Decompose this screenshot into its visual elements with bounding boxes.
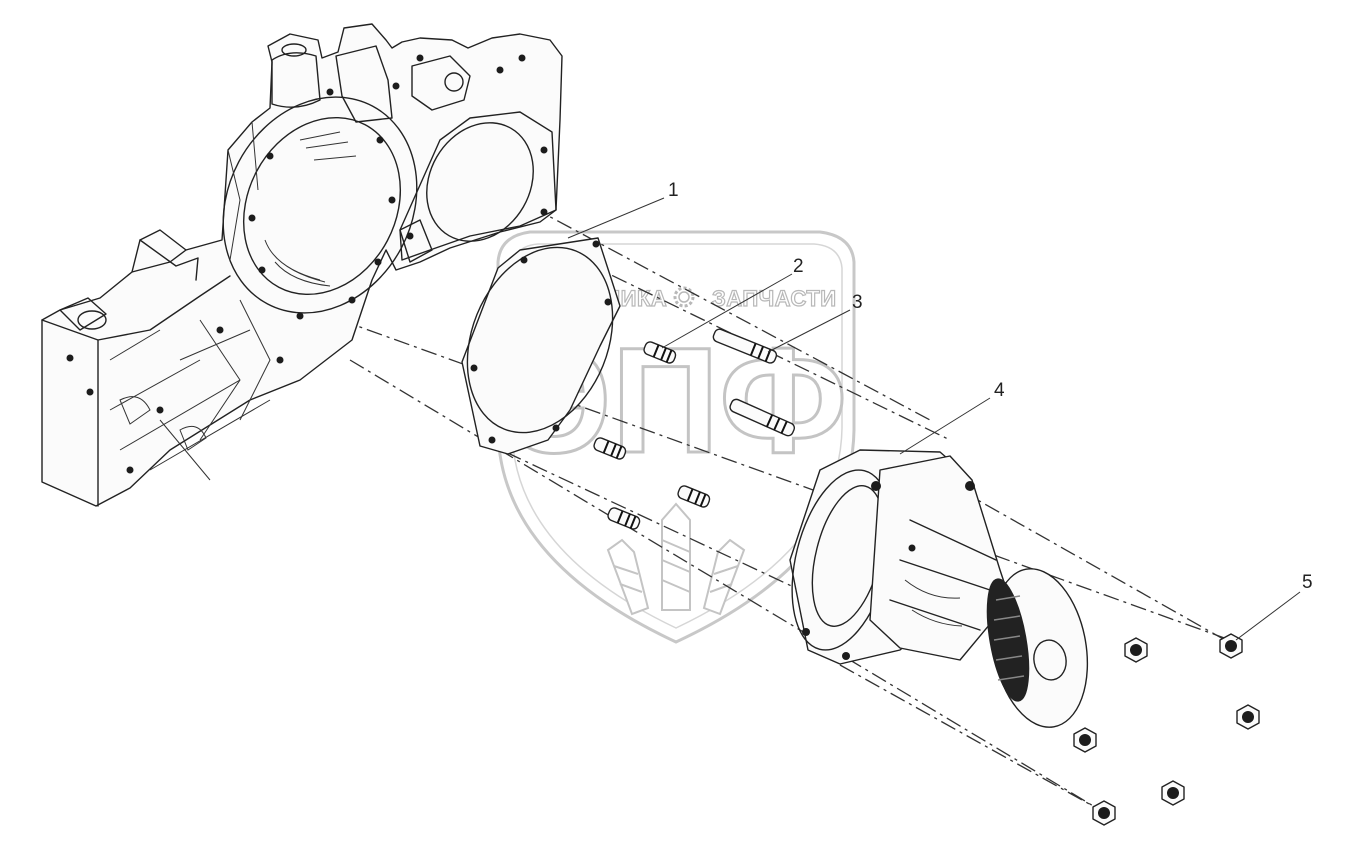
wheat-ears-icon <box>606 502 746 616</box>
callout-4: 4 <box>994 380 1005 401</box>
gasket <box>461 237 621 455</box>
callout-5: 5 <box>1302 572 1313 593</box>
center-lines <box>284 165 1231 811</box>
pump-assembly <box>789 449 1089 728</box>
callout-1: 1 <box>668 180 679 201</box>
gear-icon <box>673 286 695 308</box>
studs <box>593 328 796 530</box>
gear-housing <box>41 23 563 507</box>
watermark-right-text: ЗАПЧАСТИ <box>712 286 837 311</box>
nuts <box>1073 633 1260 826</box>
callouts: 1 2 3 4 5 <box>567 180 1313 641</box>
callout-2: 2 <box>793 256 804 277</box>
housing-bolt-holes <box>66 54 548 474</box>
callout-3: 3 <box>852 292 863 313</box>
